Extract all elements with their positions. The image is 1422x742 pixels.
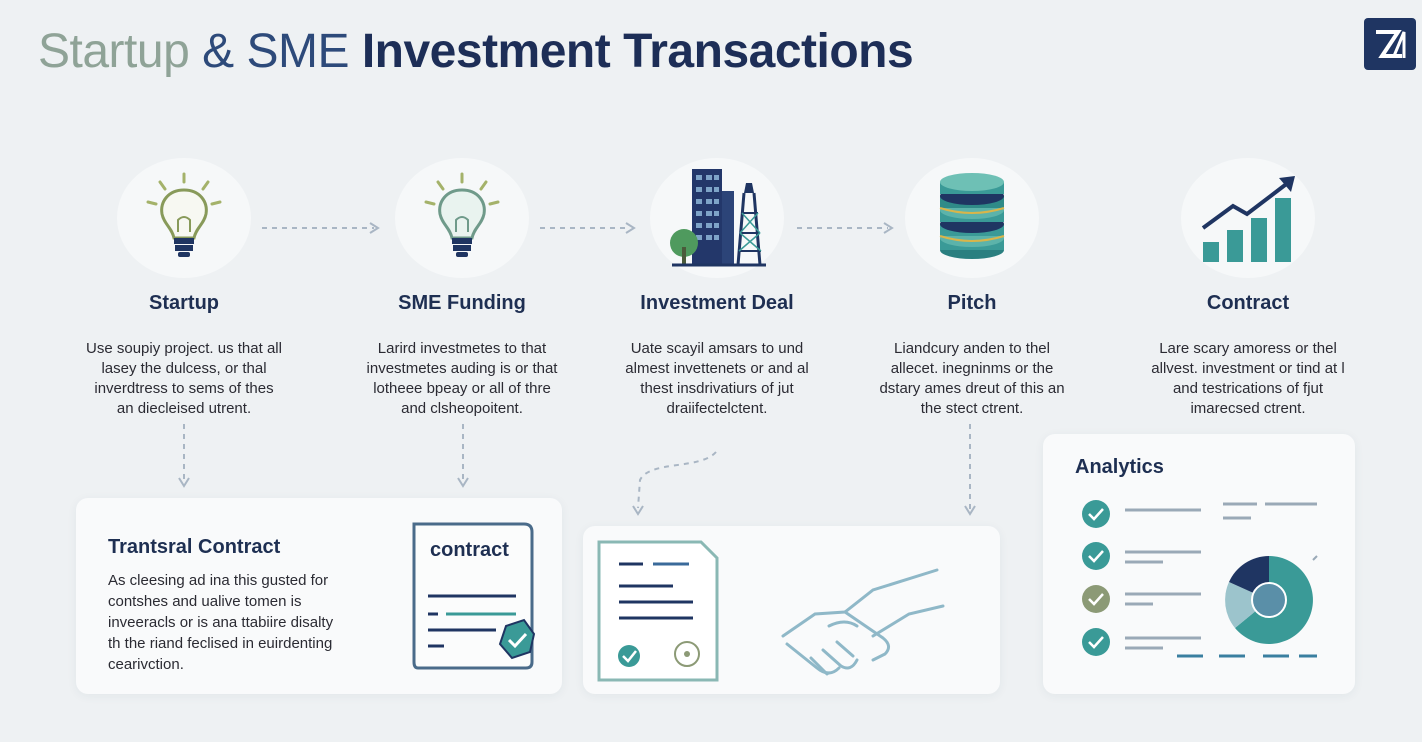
step-pitch: Pitch Liandcury anden to thel allecet. i… <box>852 158 1092 419</box>
step-icon-wrap <box>117 158 251 278</box>
step-description: Use soupiy project. us that all lasey th… <box>86 340 282 417</box>
donut-chart-icon <box>1225 555 1318 644</box>
title-part-startup: Startup <box>38 25 190 78</box>
step-icon-wrap <box>650 158 784 278</box>
step-icon-wrap <box>1181 158 1315 278</box>
step-icon-wrap <box>905 158 1039 278</box>
city-buildings-icon <box>670 169 766 267</box>
step-sme-funding: SME Funding Larird investmetes to that i… <box>342 158 582 419</box>
step-description: Uate scayil amsars to und almest invette… <box>625 340 809 417</box>
agreement-illustration <box>597 540 945 682</box>
step-description: Larird investmetes to that investmetes a… <box>366 340 558 417</box>
title-part-sme: & SME <box>202 25 349 78</box>
step-description: Liandcury anden to thel allecet. inegnin… <box>879 340 1065 417</box>
contract-document-label: contract <box>430 539 509 561</box>
step-icon-wrap <box>395 158 529 278</box>
contract-card: Trantsral Contract As cleesing ad ina th… <box>76 498 562 694</box>
step-label: Investment Deal <box>640 292 794 314</box>
step-contract: Contract Lare scary amoress or thel allv… <box>1128 158 1368 419</box>
lightbulb-icon <box>146 172 222 257</box>
step-investment-deal: Investment Deal Uate scayil amsars to un… <box>597 158 837 419</box>
step-label: Contract <box>1206 292 1290 314</box>
agreement-card <box>583 526 1000 694</box>
lightbulb-icon <box>424 172 500 257</box>
analytics-card-title: Analytics <box>1075 456 1164 478</box>
step-label: SME Funding <box>398 292 526 314</box>
growth-chart-icon <box>1201 176 1295 262</box>
brand-logo <box>1364 18 1416 70</box>
contract-card-text: As cleesing ad ina this gusted for conts… <box>108 572 334 673</box>
analytics-illustration <box>1082 500 1318 658</box>
step-label: Startup <box>149 292 219 314</box>
analytics-card: Analytics <box>1043 434 1355 694</box>
step-description: Lare scary amoress or thel allvest. inve… <box>1151 340 1345 417</box>
coin-stack-icon <box>939 173 1005 259</box>
step-startup: Startup Use soupiy project. us that all … <box>64 158 304 419</box>
handshake-icon <box>781 568 945 676</box>
signed-document-icon <box>597 540 719 682</box>
contract-card-title: Trantsral Contract <box>108 536 281 558</box>
title-part-investment: Investment Transactions <box>361 25 914 78</box>
step-label: Pitch <box>947 292 997 314</box>
page-title: Startup & SME Investment Transactions <box>38 24 914 79</box>
contract-document-icon <box>412 522 536 670</box>
checklist-rows <box>1082 500 1317 658</box>
brand-logo-icon <box>1376 30 1406 58</box>
